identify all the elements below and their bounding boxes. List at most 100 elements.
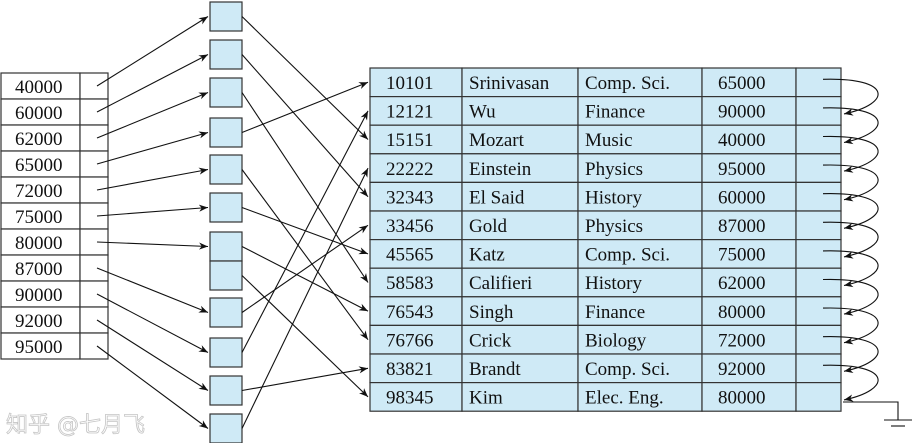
index-entry: 87000 [0, 254, 109, 282]
bucket-column [209, 1, 243, 443]
record-cell [369, 324, 463, 355]
record-dept: Comp. Sci. [585, 359, 670, 380]
bucket [209, 117, 243, 148]
index-key-cell [0, 98, 81, 126]
bucket [209, 39, 243, 70]
pointer-arrows [96, 16, 369, 429]
record-cell [795, 382, 842, 412]
record-cell [369, 296, 463, 326]
record-id: 32343 [386, 187, 434, 208]
record-id: 76543 [386, 302, 434, 323]
record-cell [795, 267, 842, 298]
record-id: 15151 [386, 130, 434, 151]
record-cell [577, 95, 703, 126]
record-cell [795, 239, 842, 269]
record-cell [795, 124, 842, 155]
record-name: El Said [469, 187, 525, 208]
index-key: 62000 [15, 129, 63, 150]
bucket-slot [209, 117, 243, 148]
null-ground-symbol [843, 401, 912, 427]
index-entry: 65000 [0, 150, 109, 178]
record-name: Mozart [469, 130, 525, 151]
bucket [209, 375, 243, 406]
record-cell [461, 353, 579, 384]
record-id: 45565 [386, 245, 434, 266]
record-dept: Comp. Sci. [585, 245, 670, 266]
record-salary: 40000 [718, 130, 766, 151]
bucket-to-record-arrow [241, 275, 369, 398]
index-to-bucket-arrow [96, 345, 209, 429]
index-to-bucket-arrow [96, 319, 209, 391]
record-salary: 65000 [718, 73, 766, 94]
index-entry: 60000 [0, 98, 109, 126]
index-key: 75000 [15, 207, 63, 228]
bucket-slot [209, 260, 243, 291]
record-name: Singh [469, 302, 514, 323]
record-salary: 72000 [718, 330, 766, 351]
record-cell [795, 210, 842, 241]
record-cell [701, 153, 797, 184]
record-name: Einstein [469, 159, 532, 180]
record-dept: Elec. Eng. [585, 388, 664, 409]
record-cell [369, 267, 463, 298]
index-entry: 75000 [0, 202, 109, 230]
index-key: 40000 [15, 77, 63, 98]
record-name: Gold [469, 216, 508, 237]
index-key-cell [0, 72, 81, 100]
record-cell [577, 382, 703, 412]
index-table: 4000060000620006500072000750008000087000… [0, 72, 109, 360]
record-cell [795, 67, 842, 98]
record-cell [369, 67, 463, 98]
index-key: 80000 [15, 233, 63, 254]
record-dept: History [585, 273, 643, 294]
index-to-bucket-arrow [96, 131, 209, 165]
bucket [209, 337, 243, 368]
record-cell [461, 95, 579, 126]
index-pointer-cell [79, 150, 109, 178]
bucket [209, 154, 243, 185]
record-salary: 95000 [718, 159, 766, 180]
bucket-slot [209, 337, 243, 368]
record-id: 22222 [386, 159, 434, 180]
bucket [209, 1, 243, 32]
record-dept: Comp. Sci. [585, 73, 670, 94]
bucket-slot [209, 39, 243, 70]
record-salary: 92000 [718, 359, 766, 380]
bucket [209, 297, 243, 328]
record-chain-arrows [822, 78, 879, 402]
record-name: Crick [469, 330, 512, 351]
record-name: Kim [469, 388, 503, 409]
index-entry: 80000 [0, 228, 109, 256]
record-name: Katz [469, 245, 505, 266]
index-pointer-cell [79, 306, 109, 334]
record-cell [795, 153, 842, 184]
index-pointer-cell [79, 254, 109, 282]
record-name: Brandt [469, 359, 521, 380]
index-key: 92000 [15, 311, 63, 332]
record-id: 58583 [386, 273, 434, 294]
record-cell [795, 324, 842, 355]
record-name: Srinivasan [469, 73, 550, 94]
bucket [209, 231, 243, 291]
record-cell [369, 353, 463, 384]
record-cell [701, 95, 797, 126]
bucket-slot [209, 231, 243, 262]
bucket-slot [209, 154, 243, 185]
index-pointer-cell [79, 98, 109, 126]
bucket-slot [209, 77, 243, 108]
record-cell [369, 124, 463, 155]
record-cell [577, 67, 703, 98]
record-cell [461, 296, 579, 326]
record-cell [701, 67, 797, 98]
index-pointer-cell [79, 280, 109, 308]
bucket [209, 413, 243, 443]
record-cell [461, 324, 579, 355]
record-name: Wu [469, 102, 496, 123]
